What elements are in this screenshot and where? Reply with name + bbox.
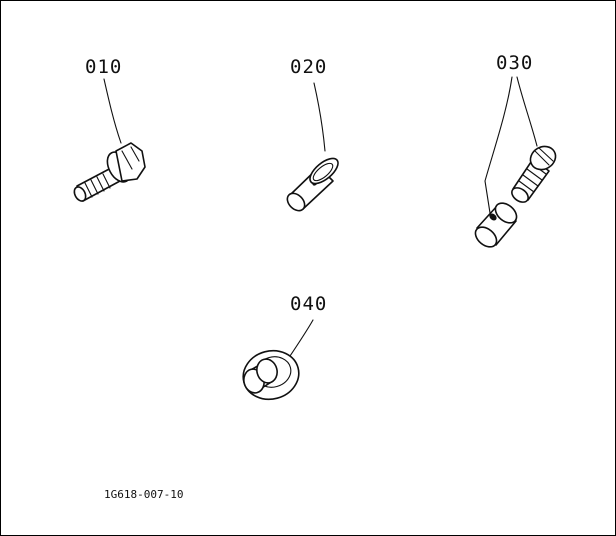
part-010: 010 (73, 56, 146, 202)
callout-040: 040 (290, 293, 327, 315)
callout-020: 020 (290, 56, 327, 78)
part-030: 030 (474, 52, 557, 248)
callout-030: 030 (496, 52, 533, 74)
part-020: 020 (286, 56, 339, 212)
leader-line-030-a (484, 76, 513, 214)
part-040: 040 (242, 293, 327, 401)
leader-line-010 (103, 78, 122, 144)
drawing-code: 1G618-007-10 (104, 488, 183, 501)
bushing-icon (242, 349, 300, 401)
callout-010: 010 (85, 56, 122, 78)
pin-icon (286, 157, 339, 212)
screw-and-nut-icon (474, 145, 557, 248)
leader-line-030-b (516, 76, 538, 147)
flange-bolt-icon (73, 142, 146, 202)
leader-line-020 (313, 82, 326, 152)
